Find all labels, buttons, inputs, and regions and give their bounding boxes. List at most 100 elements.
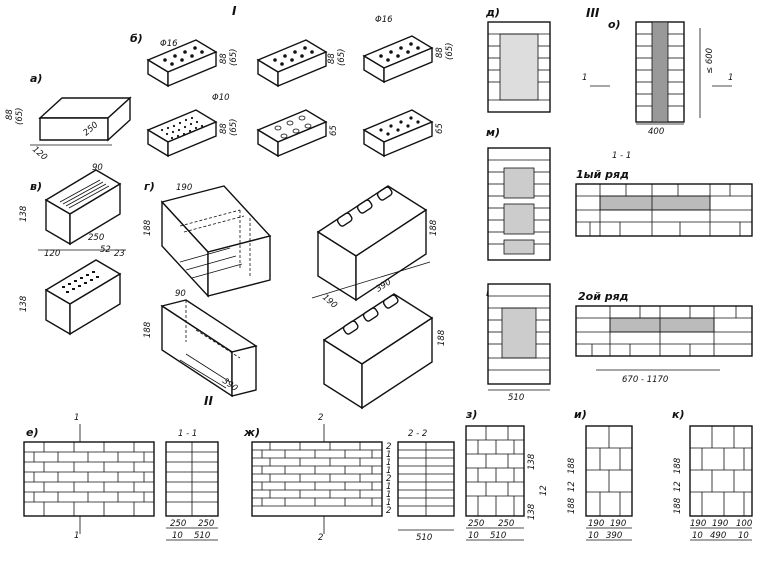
figure-v-label: в) [30,180,42,193]
dim-b-88-b: 88 [327,53,337,64]
dim-b-phi16-b: Φ16 [375,15,393,25]
dim-a-88: 88 [5,109,15,120]
section-e-label: 1 - 1 [178,429,197,439]
figure-g-hollow-blocks: г) 190 188 90 188 390 [143,180,447,410]
dim-e-250-a: 250 [170,519,186,529]
dim-z-510: 510 [490,531,506,541]
figure-i-label: и) [574,408,587,421]
dim-z-138-a: 138 [527,453,537,470]
dim-v-23: 23 [114,249,125,259]
figure-k-label: к) [672,408,685,421]
dim-k-12: 12 [673,481,683,492]
dim-k-190-b: 190 [712,519,728,529]
figure-e-wall: е) 1 1 1 - 1 250 250 10 510 [23,413,219,541]
dim-span-670-1170: 670 - 1170 [622,375,668,385]
section-zh-label: 2 - 2 [408,429,427,439]
dim-i-10: 10 [588,531,599,541]
figure-z-label: з) [465,408,477,421]
dim-k-10-b: 10 [738,531,749,541]
section-label-I: I [232,4,237,18]
dim-g-188-d: 188 [437,329,447,346]
row-num-9: 2 [386,506,391,516]
figure-v-slotted-stones: в) 90 138 250 120 52 23 138 [19,163,126,336]
dim-b-65-c: (65) [445,43,455,60]
dim-b-phi10: Φ10 [212,93,230,103]
dim-b-65-e: 65 [329,125,339,136]
section-label-II: II [204,394,213,408]
figure-i-block-wall: и) 190 190 10 390 188 12 188 [567,408,633,541]
dim-k-100: 100 [736,519,752,529]
dim-v-250: 250 [88,233,104,243]
dim-k-10-a: 10 [692,531,703,541]
dim-zh-510: 510 [416,533,432,543]
figure-m-label: м) [486,126,500,139]
row-num-6: 1 [386,482,391,492]
cut-marker-e-bottom: 1 [74,531,79,541]
dim-g-188-b: 188 [143,321,153,338]
dim-o-400: 400 [648,127,664,137]
row-1-label: 1ый ряд [576,168,629,181]
dim-a-65: (65) [15,108,25,125]
dim-b-65-a: (65) [229,49,239,66]
dim-g-190-a: 190 [176,183,192,193]
figure-zh-label: ж) [243,426,260,439]
dim-k-188-a: 188 [673,457,683,474]
cut-marker-zh-top: 2 [318,413,323,423]
figure-b-perforated-bricks: б) Φ16 88 (65) 88 (65) Φ16 88 (65) [130,15,455,158]
dim-b-65-b: (65) [337,49,347,66]
figure-o-label: о) [608,18,621,31]
figure-a-solid-brick: а) 88 (65) 250 120 [5,72,132,163]
figure-m-wall-section: м) [486,126,551,261]
figure-n-wall-section: н) 510 [486,283,551,403]
row-num-4: 1 [386,466,391,476]
cut-marker-e-top: 1 [74,413,79,423]
dim-i-190-b: 190 [610,519,626,529]
dim-z-250-b: 250 [498,519,514,529]
dim-b-88-a: 88 [219,53,229,64]
dim-b-65-d: (65) [229,119,239,136]
dim-g-90: 90 [175,289,186,299]
figure-e-label: е) [26,426,39,439]
section-1-1-top-label: 1 - 1 [612,151,631,161]
cut-marker-zh-bottom: 2 [318,533,323,543]
dim-b-88-c: 88 [435,47,445,58]
figure-zh-wall: ж) 2 2 2 1 1 1 2 1 1 1 2 [243,413,455,543]
row-num-1: 2 [386,442,391,452]
section-1-1-rows: 1 - 1 1ый ряд 2ой ряд 670 - 1170 [575,151,753,385]
dim-i-390: 390 [606,531,622,541]
figure-a-label: а) [30,72,42,85]
dim-e-510: 510 [194,531,210,541]
dim-k-490: 490 [710,531,726,541]
dim-n-510: 510 [508,393,524,403]
cut-marker-left: 1 [582,73,587,83]
figure-d-label: д) [485,6,500,19]
dim-z-10: 10 [468,531,479,541]
dim-o-600: ≤ 600 [705,48,715,74]
dim-b-88-d: 88 [219,123,229,134]
figure-z-wall: з) 250 250 10 510 138 12 138 [465,408,549,541]
row-num-8: 1 [386,498,391,508]
dim-b-phi16-a: Φ16 [160,39,178,49]
dim-v-138-b: 138 [19,295,29,312]
dim-b-65-f: 65 [435,123,445,134]
dim-z-138-b: 138 [527,503,537,520]
dim-v-120: 120 [44,249,60,259]
figure-o-wall-section: о) ≤ 600 400 1 1 [582,18,733,137]
dim-v-90: 90 [92,163,103,173]
section-label-III: III [586,6,600,20]
row-num-5: 2 [386,474,391,484]
row-num-3: 1 [386,458,391,468]
dim-i-12: 12 [567,481,577,492]
dim-v-138-a: 138 [19,205,29,222]
cut-marker-right: 1 [728,73,733,83]
row-num-2: 1 [386,450,391,460]
dim-k-190-a: 190 [690,519,706,529]
dim-z-250-a: 250 [468,519,484,529]
dim-i-188-a: 188 [567,457,577,474]
dim-g-188-a: 188 [143,219,153,236]
figure-d-wall-section: д) [485,6,551,113]
row-num-7: 1 [386,490,391,500]
dim-e-10: 10 [172,531,183,541]
dim-a-120: 120 [30,145,49,163]
